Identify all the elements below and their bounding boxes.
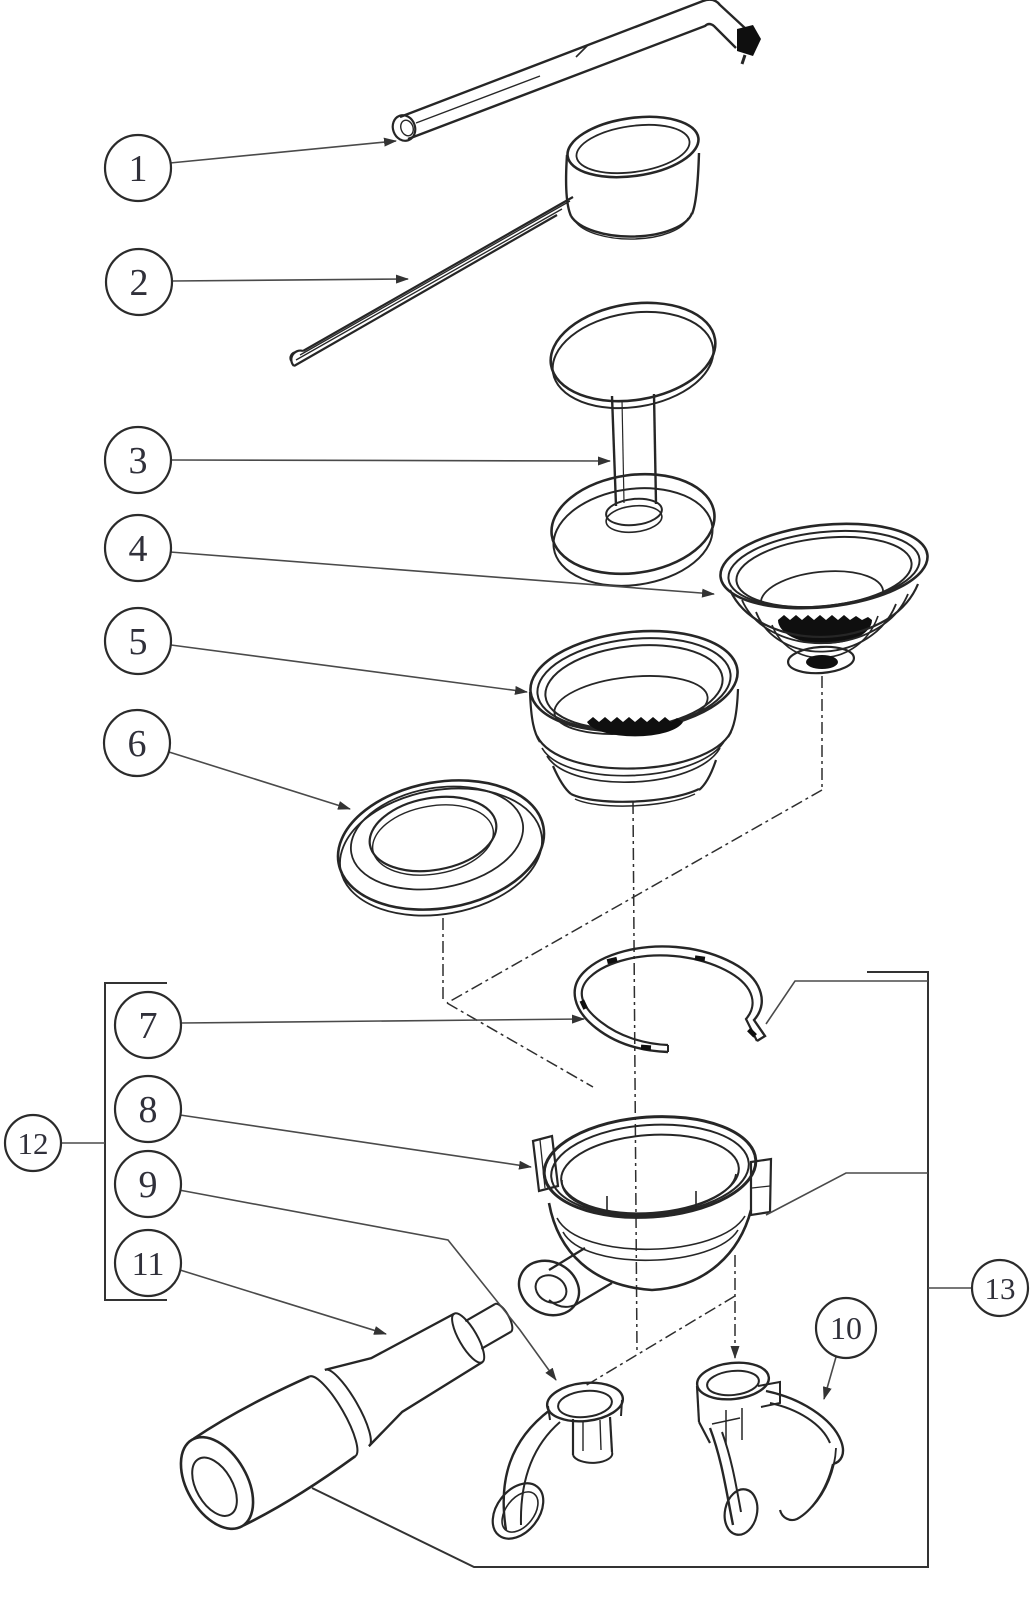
measuring-scoop-drawing xyxy=(289,115,701,367)
callout-6: 6 xyxy=(102,708,172,778)
svg-text:11: 11 xyxy=(132,1246,165,1283)
callout-12: 12 xyxy=(3,1113,63,1173)
svg-text:10: 10 xyxy=(830,1310,862,1346)
single-filter-basket-drawing xyxy=(719,522,929,675)
svg-text:12: 12 xyxy=(18,1126,49,1161)
callout-1: 1 xyxy=(103,133,173,203)
leader-lines xyxy=(61,137,972,1400)
gasket-ring-drawing xyxy=(336,779,546,917)
group-bracket-13 xyxy=(311,971,929,1568)
single-spout-drawing xyxy=(491,1381,625,1540)
double-filter-basket-drawing xyxy=(528,629,740,807)
callout-8: 8 xyxy=(113,1074,183,1144)
construction-lines xyxy=(442,676,823,1387)
double-spout-drawing xyxy=(695,1361,845,1536)
group-bracket-12 xyxy=(104,982,167,1301)
handle-drawing xyxy=(179,1302,514,1531)
callout-2: 2 xyxy=(104,247,174,317)
callout-7: 7 xyxy=(113,990,183,1060)
spring-clip-drawing xyxy=(573,945,767,1054)
svg-text:3: 3 xyxy=(129,440,148,482)
steam-wand-drawing xyxy=(391,0,761,142)
svg-text:4: 4 xyxy=(129,528,148,570)
portafilter-body-drawing xyxy=(517,1115,773,1317)
tamper-drawing xyxy=(549,301,717,587)
callout-3: 3 xyxy=(103,425,173,495)
callout-11: 11 xyxy=(113,1228,183,1298)
svg-text:1: 1 xyxy=(129,148,148,190)
callout-9: 9 xyxy=(113,1149,183,1219)
svg-text:7: 7 xyxy=(139,1005,158,1047)
callout-4: 4 xyxy=(103,513,173,583)
svg-text:9: 9 xyxy=(139,1164,158,1206)
callout-5: 5 xyxy=(103,606,173,676)
svg-text:13: 13 xyxy=(985,1271,1016,1306)
callout-10: 10 xyxy=(814,1296,878,1360)
svg-text:6: 6 xyxy=(128,723,147,765)
svg-text:2: 2 xyxy=(130,262,149,304)
svg-text:8: 8 xyxy=(139,1089,158,1131)
svg-text:5: 5 xyxy=(129,621,148,663)
callout-13: 13 xyxy=(970,1258,1030,1318)
